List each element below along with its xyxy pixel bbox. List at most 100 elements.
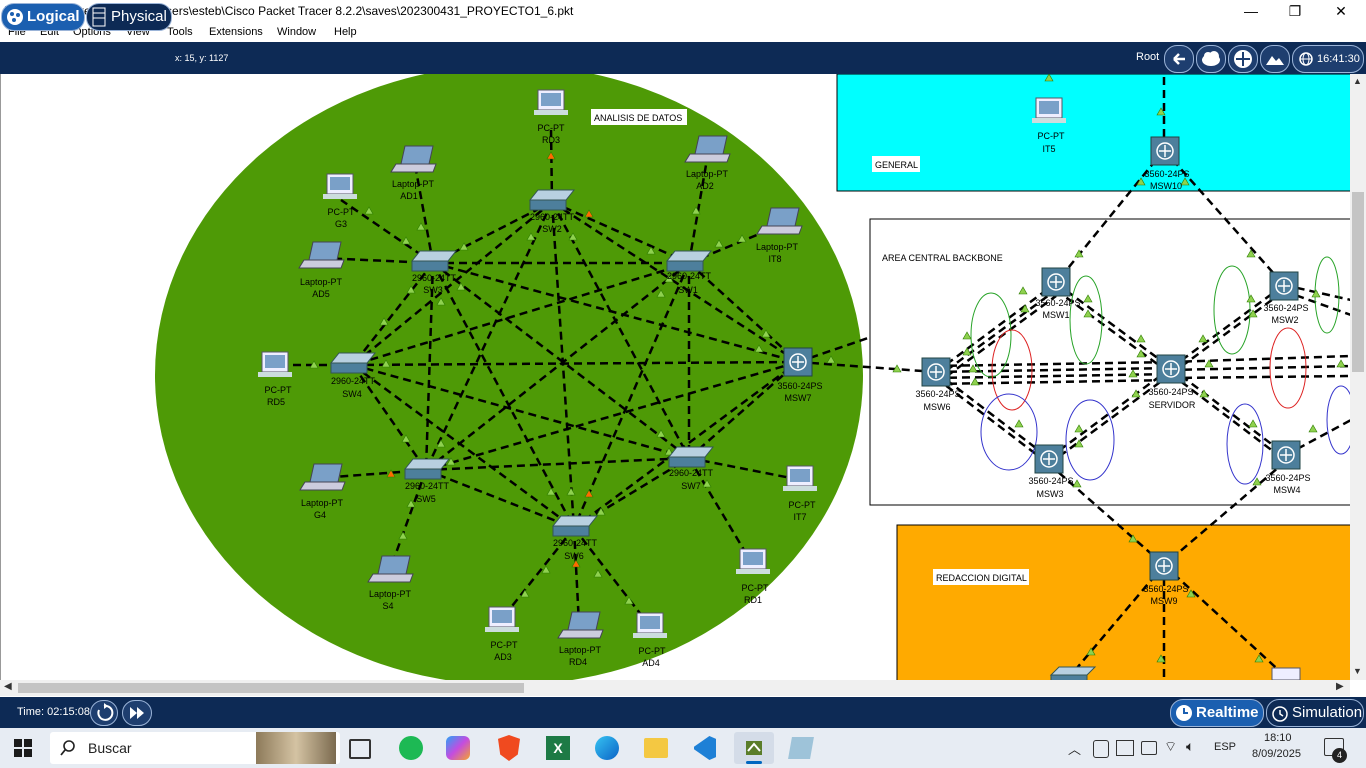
switch-sw5[interactable]: 2960-24TT SW5	[403, 458, 451, 504]
pc-it7[interactable]: PC-PT IT7	[783, 465, 817, 522]
vertical-scrollbar[interactable]: ▲ ▼	[1350, 74, 1366, 680]
file-explorer-icon[interactable]	[644, 738, 668, 758]
multilayer-switch-msw4[interactable]: 3560-24PS MSW4	[1265, 440, 1311, 495]
tray-display-icon[interactable]	[1116, 740, 1134, 756]
back-button[interactable]	[1164, 45, 1194, 73]
switch-sw6[interactable]: 2960-24TT SW6	[551, 515, 599, 561]
pc-rd5[interactable]: PC-PT RD5	[258, 351, 293, 407]
logical-view-button[interactable]: Logical	[1, 3, 85, 31]
horizontal-scrollbar[interactable]: ◀ ▶	[0, 680, 1350, 696]
menu-help[interactable]: Help	[334, 26, 357, 38]
realtime-mode-button[interactable]: Realtime	[1170, 699, 1264, 727]
switch-sw2[interactable]: 2960-24TT SW2	[528, 189, 576, 234]
device-partial-bottom-right[interactable]	[1271, 667, 1301, 680]
maximize-button[interactable]: ❐	[1288, 3, 1302, 19]
network-clock[interactable]: 16:41:30	[1292, 45, 1364, 73]
switch-sw3[interactable]: 2960-24TT SW3	[410, 250, 458, 295]
multilayer-switch-servidor[interactable]: 3560-24PS SERVIDOR	[1148, 354, 1196, 410]
laptop-ad2[interactable]: Laptop-PT AD2	[684, 135, 731, 191]
multilayer-switch-msw10[interactable]: 3560-24PS MSW10	[1144, 136, 1190, 191]
logical-workspace[interactable]: ANALISIS DE DATOS GENERAL AREA CENTRAL B…	[0, 74, 1351, 680]
laptop-it8[interactable]: Laptop-PT IT8	[756, 207, 803, 264]
task-view-icon[interactable]	[349, 739, 371, 759]
power-cycle-button[interactable]	[90, 700, 118, 726]
brave-browser-icon[interactable]	[498, 735, 520, 761]
simulation-mode-button[interactable]: Simulation	[1266, 699, 1364, 727]
laptop-ad1[interactable]: Laptop-PT AD1	[390, 145, 437, 201]
volume-icon[interactable]: 🔈︎	[1186, 738, 1195, 754]
switch-sw1[interactable]: 2960-24TT SW1	[665, 250, 713, 295]
multilayer-switch-msw6[interactable]: 3560-24PS MSW6	[915, 357, 961, 412]
menu-extensions[interactable]: Extensions	[209, 26, 263, 38]
scroll-down-icon[interactable]: ▼	[1353, 666, 1362, 676]
taskbar-date[interactable]: 8/09/2025	[1252, 748, 1301, 760]
pc-ad3[interactable]: PC-PT AD3	[485, 606, 519, 662]
minimize-button[interactable]: —	[1244, 3, 1258, 19]
physical-view-button[interactable]: Physical	[86, 3, 172, 31]
msw10-name: MSW10	[1150, 181, 1182, 191]
laptop-ad5[interactable]: Laptop-PT AD5	[298, 241, 345, 299]
laptop-s4[interactable]: Laptop-PT S4	[367, 555, 414, 611]
multilayer-switch-msw2[interactable]: 3560-24PS MSW2	[1263, 271, 1309, 325]
mountain-icon	[1266, 56, 1284, 65]
switch-sw4[interactable]: 2960-24TT SW4	[329, 352, 377, 399]
close-button[interactable]: ✕	[1335, 3, 1347, 19]
topology-canvas[interactable]: ANALISIS DE DATOS GENERAL AREA CENTRAL B…	[1, 74, 1351, 680]
ad1-model: Laptop-PT	[392, 179, 435, 189]
switch-sw7[interactable]: 2960-24TT SW7	[667, 446, 715, 491]
fast-forward-button[interactable]	[122, 700, 152, 726]
power-cycle-icon	[97, 703, 114, 721]
cloud-icon	[1202, 51, 1220, 66]
scroll-left-icon[interactable]: ◀	[4, 681, 12, 692]
g4-name: G4	[314, 510, 326, 520]
pc-it5[interactable]: PC-PT IT5	[1032, 97, 1066, 154]
tray-overflow-icon[interactable]: ︿	[1068, 742, 1082, 757]
back-arrow-icon	[1173, 53, 1185, 65]
edge-browser-icon[interactable]	[595, 736, 619, 760]
multilayer-switch-msw3[interactable]: 3560-24PS MSW3	[1028, 444, 1074, 499]
vscode-icon[interactable]	[694, 736, 716, 760]
battery-icon[interactable]	[1141, 741, 1157, 755]
msw7-name: MSW7	[785, 393, 812, 403]
windows-start-icon[interactable]	[14, 739, 32, 757]
multilayer-switch-msw9[interactable]: 3560-24PS MSW9	[1143, 551, 1189, 606]
msw6-model: 3560-24PS	[915, 389, 960, 399]
title-bar: Cisco Packet Tracer - C:\Users\esteb\Cis…	[0, 0, 1366, 23]
taskbar-time[interactable]: 18:10	[1264, 732, 1292, 744]
cluster-button[interactable]	[1196, 45, 1226, 73]
msw10-model: 3560-24PS	[1144, 169, 1189, 179]
redaccion-zone	[896, 524, 1351, 680]
spotify-icon[interactable]	[399, 736, 423, 760]
pc-rd3[interactable]: PC-PT RD3	[534, 89, 568, 145]
background-image-button[interactable]	[1260, 45, 1290, 73]
scroll-right-icon[interactable]: ▶	[1336, 681, 1344, 692]
packet-tracer-taskbar-button[interactable]	[734, 732, 774, 764]
rd5-model: PC-PT	[265, 385, 293, 395]
move-object-button[interactable]	[1228, 45, 1258, 73]
backbone-zone-label: AREA CENTRAL BACKBONE	[882, 253, 1003, 263]
sw6-model: 2960-24TT	[553, 538, 598, 548]
notepad-app-icon[interactable]	[788, 737, 814, 759]
scroll-up-icon[interactable]: ▲	[1353, 76, 1362, 86]
pc-rd1[interactable]: PC-PT RD1	[736, 548, 770, 605]
menu-tools[interactable]: Tools	[167, 26, 193, 38]
multilayer-switch-msw7[interactable]: 3560-24PS MSW7	[777, 347, 823, 403]
laptop-g4[interactable]: Laptop-PT G4	[299, 463, 346, 520]
root-breadcrumb[interactable]: Root	[1136, 51, 1160, 63]
general-zone-label-box	[872, 156, 920, 172]
laptop-rd4[interactable]: Laptop-PT RD4	[557, 611, 604, 667]
copilot-icon[interactable]	[446, 736, 470, 760]
horizontal-scroll-thumb[interactable]	[18, 683, 524, 693]
pc-g3[interactable]: PC-PT G3	[323, 173, 357, 229]
multilayer-switch-msw1[interactable]: 3560-24PS MSW1	[1035, 267, 1081, 320]
vertical-scroll-thumb[interactable]	[1352, 192, 1364, 372]
ad2-model: Laptop-PT	[686, 169, 729, 179]
input-language[interactable]: ESP	[1214, 741, 1237, 753]
excel-icon[interactable]: X	[546, 736, 570, 760]
switch-partial-bottom[interactable]	[1049, 666, 1097, 680]
pc-ad4[interactable]: PC-PT AD4	[633, 612, 667, 668]
menu-window[interactable]: Window	[277, 26, 317, 38]
tray-device-icon[interactable]	[1093, 740, 1109, 758]
taskbar-search-box[interactable]: Buscar	[50, 732, 340, 764]
wifi-icon[interactable]: ⌔	[1164, 738, 1178, 754]
